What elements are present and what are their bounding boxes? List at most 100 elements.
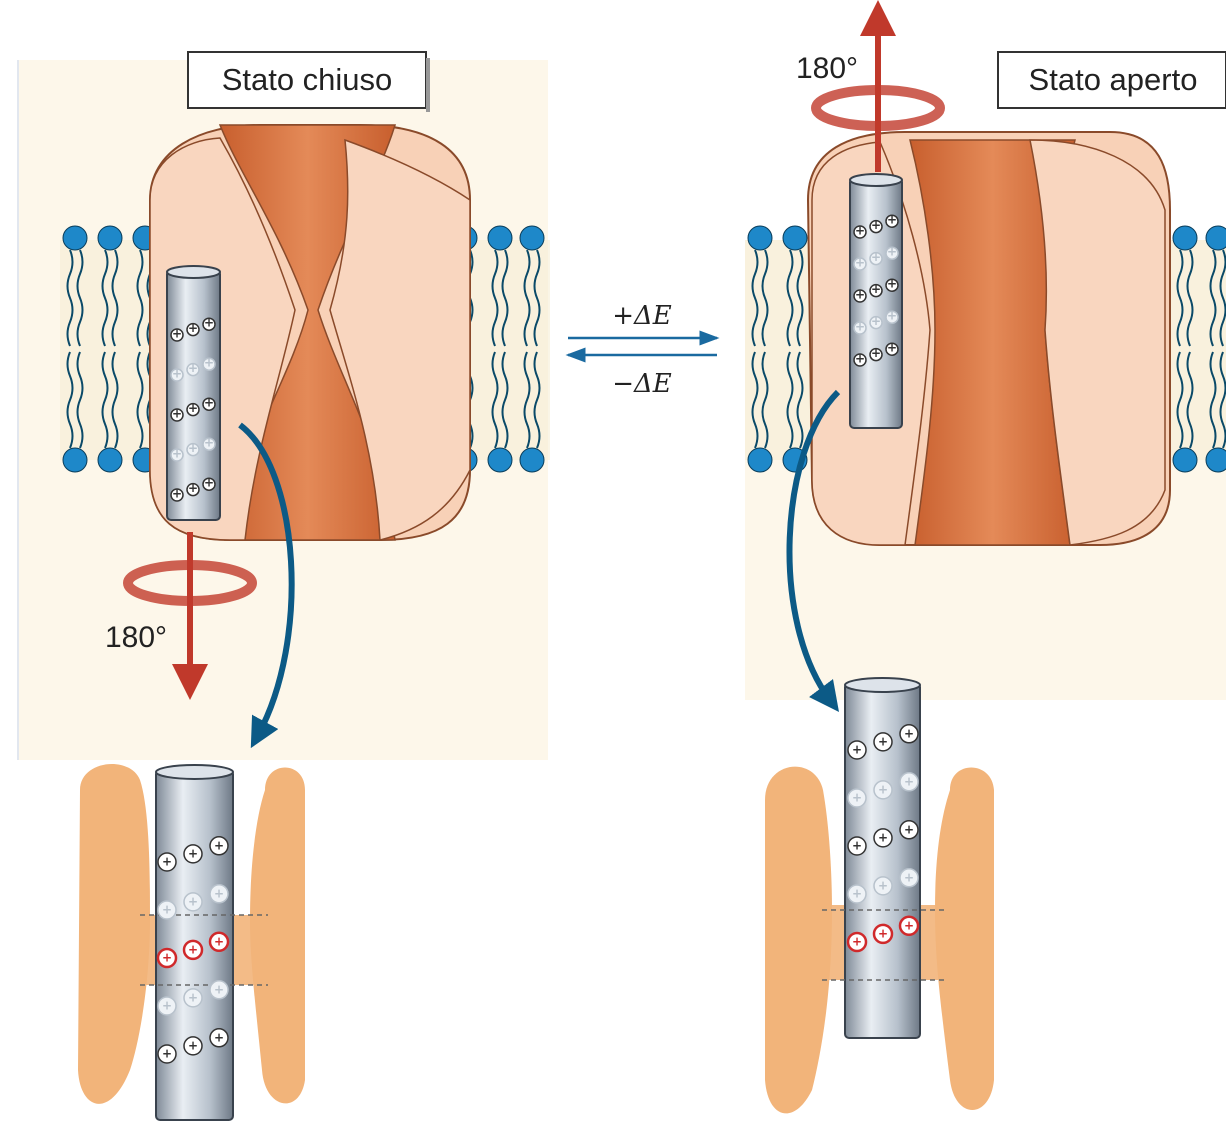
positive-charge-icon: + xyxy=(187,361,199,376)
closed-state-panel: +++++++++++++++ 180° Stato chiuso ++++++… xyxy=(18,52,550,1120)
positive-charge-icon: + xyxy=(874,781,892,799)
svg-text:+: + xyxy=(852,791,862,805)
svg-text:+: + xyxy=(878,879,888,893)
svg-text:+: + xyxy=(904,726,914,740)
positive-charge-icon: + xyxy=(900,869,918,887)
svg-text:+: + xyxy=(855,319,865,333)
svg-text:+: + xyxy=(162,1047,172,1061)
svg-text:+: + xyxy=(204,476,214,490)
lipid-head xyxy=(488,226,512,250)
svg-text:+: + xyxy=(172,326,182,340)
positive-charge-icon: + xyxy=(171,446,183,461)
positive-charge-icon: + xyxy=(886,309,898,324)
positive-charge-icon: + xyxy=(184,941,202,959)
positive-charge-icon: + xyxy=(886,213,898,228)
positive-charge-icon: + xyxy=(870,346,882,361)
positive-charge-icon: + xyxy=(171,406,183,421)
positive-charge-icon: + xyxy=(171,366,183,381)
positive-charge-icon: + xyxy=(210,933,228,951)
svg-text:+: + xyxy=(204,356,214,370)
equilibrium-arrows-icon xyxy=(568,338,717,355)
lipid-head xyxy=(1206,226,1226,250)
svg-text:+: + xyxy=(887,213,897,227)
positive-charge-icon: + xyxy=(203,476,215,491)
positive-charge-icon: + xyxy=(210,885,228,903)
svg-text:+: + xyxy=(204,436,214,450)
positive-charge-icon: + xyxy=(900,725,918,743)
svg-text:+: + xyxy=(172,486,182,500)
positive-charge-icon: + xyxy=(210,1029,228,1047)
lipid-head xyxy=(748,226,772,250)
svg-text:+: + xyxy=(855,223,865,237)
lipid-head xyxy=(63,448,87,472)
svg-text:+: + xyxy=(162,903,172,917)
voltage-sensor-helix-open-icon: +++++++++++++++ xyxy=(850,174,902,428)
svg-text:+: + xyxy=(855,351,865,365)
positive-charge-icon: + xyxy=(874,877,892,895)
positive-charge-icon: + xyxy=(158,997,176,1015)
svg-text:+: + xyxy=(878,831,888,845)
svg-text:+: + xyxy=(887,341,897,355)
positive-charge-icon: + xyxy=(854,255,866,270)
positive-charge-icon: + xyxy=(203,436,215,451)
positive-charge-icon: + xyxy=(848,837,866,855)
voltage-sensor-helix-closed-icon: + + + + + + + + + + + + + + + xyxy=(167,266,220,520)
positive-charge-icon: + xyxy=(848,789,866,807)
svg-text:+: + xyxy=(188,1039,198,1053)
svg-text:+: + xyxy=(887,309,897,323)
open-state-label: Stato aperto xyxy=(1029,62,1198,97)
svg-text:+: + xyxy=(172,366,182,380)
positive-charge-icon: + xyxy=(203,396,215,411)
svg-text:+: + xyxy=(162,951,172,965)
svg-text:+: + xyxy=(904,918,914,932)
svg-text:+: + xyxy=(878,783,888,797)
lipid-head xyxy=(1173,226,1197,250)
positive-charge-icon: + xyxy=(854,351,866,366)
lipid-head xyxy=(520,226,544,250)
svg-text:+: + xyxy=(904,822,914,836)
open-state-panel: +++++++++++++++ 180° Stato aperto ++++++… xyxy=(745,18,1226,1113)
delta-forward-label: +ΔE xyxy=(612,301,672,331)
svg-text:+: + xyxy=(188,847,198,861)
svg-text:+: + xyxy=(852,743,862,757)
positive-charge-icon: + xyxy=(187,441,199,456)
positive-charge-icon: + xyxy=(210,981,228,999)
svg-text:+: + xyxy=(188,481,198,495)
svg-text:+: + xyxy=(204,316,214,330)
lipid-head xyxy=(98,448,122,472)
svg-text:+: + xyxy=(871,218,881,232)
positive-charge-icon: + xyxy=(210,837,228,855)
svg-text:+: + xyxy=(871,282,881,296)
positive-charge-icon: + xyxy=(848,933,866,951)
positive-charge-icon: + xyxy=(848,741,866,759)
positive-charge-icon: + xyxy=(900,917,918,935)
lipid-head xyxy=(520,448,544,472)
positive-charge-icon: + xyxy=(158,853,176,871)
svg-text:+: + xyxy=(214,934,224,948)
positive-charge-icon: + xyxy=(187,401,199,416)
lipid-head xyxy=(63,226,87,250)
svg-text:+: + xyxy=(904,870,914,884)
svg-text:+: + xyxy=(172,446,182,460)
svg-text:+: + xyxy=(871,314,881,328)
positive-charge-icon: + xyxy=(184,893,202,911)
svg-text:+: + xyxy=(188,401,198,415)
svg-text:+: + xyxy=(214,886,224,900)
svg-text:+: + xyxy=(214,1030,224,1044)
positive-charge-icon: + xyxy=(886,245,898,260)
svg-text:+: + xyxy=(188,361,198,375)
svg-text:+: + xyxy=(887,245,897,259)
svg-text:+: + xyxy=(214,982,224,996)
zoom-open: +++++++++++++++ xyxy=(765,678,994,1113)
svg-text:+: + xyxy=(188,321,198,335)
positive-charge-icon: + xyxy=(874,829,892,847)
lipid-head xyxy=(1206,448,1226,472)
positive-charge-icon: + xyxy=(184,1037,202,1055)
positive-charge-icon: + xyxy=(854,319,866,334)
svg-text:+: + xyxy=(188,441,198,455)
rotation-label-closed: 180° xyxy=(105,621,167,654)
svg-text:+: + xyxy=(855,255,865,269)
svg-text:+: + xyxy=(878,927,888,941)
svg-text:+: + xyxy=(188,991,198,1005)
positive-charge-icon: + xyxy=(870,218,882,233)
